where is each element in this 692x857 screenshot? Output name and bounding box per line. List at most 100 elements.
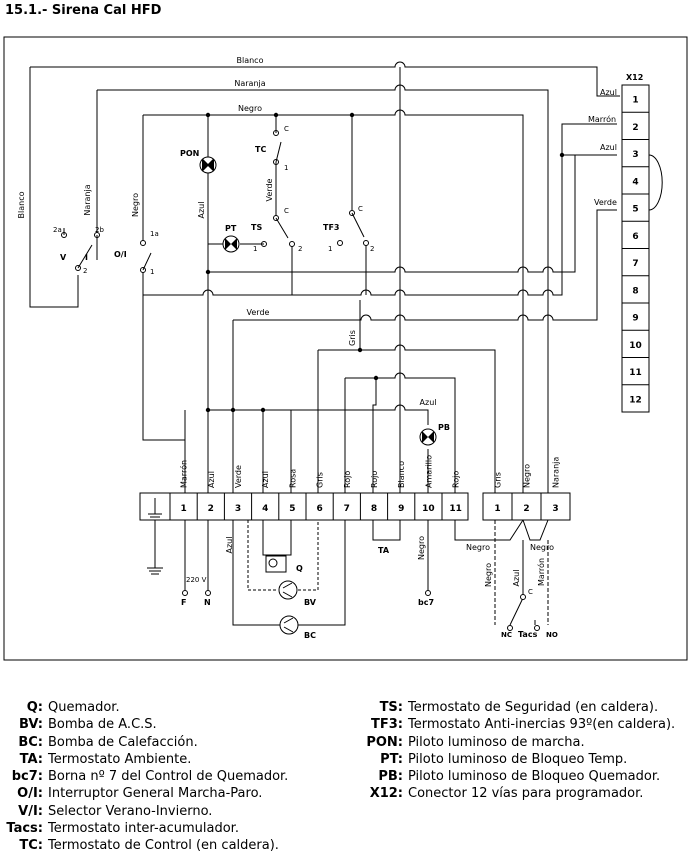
thermostat-tf3-label: TF3 xyxy=(323,223,340,232)
main-terminal-7: 7 xyxy=(344,504,350,514)
wire-label-negro-left: Negro xyxy=(131,193,140,217)
thermostat-tf3 xyxy=(337,210,369,295)
main-terminal-10: 10 xyxy=(422,504,435,514)
wire-label-naranja-left: Naranja xyxy=(83,184,92,215)
main-terminal-9: 9 xyxy=(398,504,404,514)
main-wire-label-11: Rojo xyxy=(452,471,461,488)
wire-label-negro-top: Negro xyxy=(238,104,262,113)
component-ta-label: TA xyxy=(378,546,390,555)
thermostat-tf3-c: C xyxy=(358,205,363,213)
thermostat-tc-label: TC xyxy=(255,145,266,154)
legend-item: PON:Piloto luminoso de marcha. xyxy=(350,734,675,751)
legend-description: Termostato Anti-inercias 93º(en caldera)… xyxy=(408,717,676,733)
component-bc-label: BC xyxy=(304,631,316,640)
supply-n: N xyxy=(204,598,211,607)
wire-label-verde-tc: Verde xyxy=(265,178,274,201)
legend-item: X12: Conector 12 vías para programador. xyxy=(350,785,675,802)
legend-description: Termostato inter-acumulador. xyxy=(48,821,239,837)
legend-description: Quemador. xyxy=(48,700,120,715)
thermostat-ts-label: TS xyxy=(251,223,262,232)
selector-label-2b: 2b xyxy=(95,226,104,234)
thermostat-tc xyxy=(273,130,282,216)
main-wire-label-10: Amarillo xyxy=(424,455,433,488)
switch-oi xyxy=(140,240,186,493)
thermostat-tf3-1: 1 xyxy=(328,245,332,253)
main-terminal-2: 2 xyxy=(208,504,214,514)
supply-voltage: 220 V xyxy=(186,576,207,584)
tacs-no-label: NO xyxy=(546,631,558,639)
wire-label-azul-pb: Azul xyxy=(420,398,437,407)
connector-x12 xyxy=(621,84,663,413)
legend-description: Conector 12 vías para programador. xyxy=(408,786,644,802)
blanco-bus xyxy=(29,61,620,308)
switch-oi-label-1a: 1a xyxy=(150,230,159,238)
main-terminal-1: 1 xyxy=(180,504,186,514)
selector-label-v: V xyxy=(60,253,67,262)
thermostat-ts-c: C xyxy=(284,207,289,215)
wire-label-negro-link: Negro xyxy=(466,543,490,552)
legend-code: PON: xyxy=(366,734,403,750)
legend-description: Termostato de Seguridad (en caldera). xyxy=(408,700,659,715)
wire-label-negro-tacs: Negro xyxy=(484,563,493,587)
legend-description: Piloto luminoso de Bloqueo Quemador. xyxy=(408,769,661,785)
x12-terminal-11: 11 xyxy=(629,368,642,378)
pilot-pb xyxy=(419,428,437,446)
main-terminal-5: 5 xyxy=(289,504,295,514)
legend-description: Interruptor General Marcha-Paro. xyxy=(48,786,263,802)
wire-label-azul-tacs: Azul xyxy=(512,570,521,587)
component-q-label: Q xyxy=(296,564,303,573)
wire-label-marron-tacs: Marrón xyxy=(536,558,546,586)
main-wire-label-3: Verde xyxy=(234,465,243,488)
main-terminal-11: 11 xyxy=(449,504,462,514)
main-wire-label-8: Rojo xyxy=(370,471,379,488)
legend-item: PT: Piloto luminoso de Bloqueo Temp. xyxy=(350,751,675,768)
wiring-diagram: Blanco Blanco Naranja Naranja Negro Negr… xyxy=(3,36,688,661)
main-wire-label-2: Azul xyxy=(207,471,216,488)
junction-dots xyxy=(205,112,565,413)
legend-item: V/I:Selector Verano-Invierno. xyxy=(0,803,288,820)
x12-terminal-9: 9 xyxy=(632,314,638,324)
legend-item: TC:Termostato de Control (en caldera). xyxy=(0,837,288,854)
terminal-ends xyxy=(182,590,540,631)
legend-item: O/I:Interruptor General Marcha-Paro. xyxy=(0,785,288,802)
diagram-heading: 15.1.- Sirena Cal HFD xyxy=(5,3,162,18)
main-terminal-3: 3 xyxy=(235,504,241,514)
negro-bus xyxy=(142,109,524,493)
legend-code: BV: xyxy=(18,717,43,733)
x12-terminal-3: 3 xyxy=(632,150,638,160)
main-wire-label-6: Gris xyxy=(316,472,325,488)
x12-wire-label-3: Azul xyxy=(600,143,617,152)
supply-f: F xyxy=(181,598,186,607)
naranja-bus xyxy=(96,84,549,493)
horizontal-wires xyxy=(143,123,617,493)
aux-terminal-1: 1 xyxy=(494,504,500,514)
legend-code: PT: xyxy=(380,751,403,767)
tacs-nc-label: NC xyxy=(501,631,512,639)
legend-description: Piloto luminoso de Bloqueo Temp. xyxy=(408,751,628,767)
legend-item: BV:Bomba de A.C.S. xyxy=(0,716,288,733)
x12-wire-label-4: Verde xyxy=(594,198,617,207)
thermostat-tc-1: 1 xyxy=(284,164,288,172)
selector-label-2a: 2a xyxy=(53,226,62,234)
pilot-pon-label: PON xyxy=(180,149,199,158)
legend-code: TF3: xyxy=(371,717,403,733)
switch-oi-label-1: 1 xyxy=(150,268,154,276)
legend-code: BC: xyxy=(18,734,43,750)
wire-label-azul-n: Azul xyxy=(225,537,234,554)
wire-label-naranja-top: Naranja xyxy=(234,79,265,88)
tacs-c-label: C xyxy=(528,588,533,596)
legend-item: PB:Piloto luminoso de Bloqueo Quemador. xyxy=(350,768,675,785)
thermostat-ts-2: 2 xyxy=(298,245,302,253)
legend-left: Q:Quemador.BV:Bomba de A.C.S.BC:Bomba de… xyxy=(0,699,288,855)
wire-label-blanco-top: Blanco xyxy=(237,56,264,65)
legend-item: TS: Termostato de Seguridad (en caldera). xyxy=(350,699,675,716)
x12-terminal-8: 8 xyxy=(632,286,638,296)
pilot-pt xyxy=(208,235,240,253)
legend-code: TS: xyxy=(379,700,403,715)
legend-item: Tacs:Termostato inter-acumulador. xyxy=(0,820,288,837)
main-terminal-block xyxy=(139,492,469,521)
x12-terminal-6: 6 xyxy=(632,232,638,242)
legend-code: X12: xyxy=(369,786,403,802)
pilot-pt-label: PT xyxy=(225,224,237,233)
legend-item: Q:Quemador. xyxy=(0,699,288,716)
